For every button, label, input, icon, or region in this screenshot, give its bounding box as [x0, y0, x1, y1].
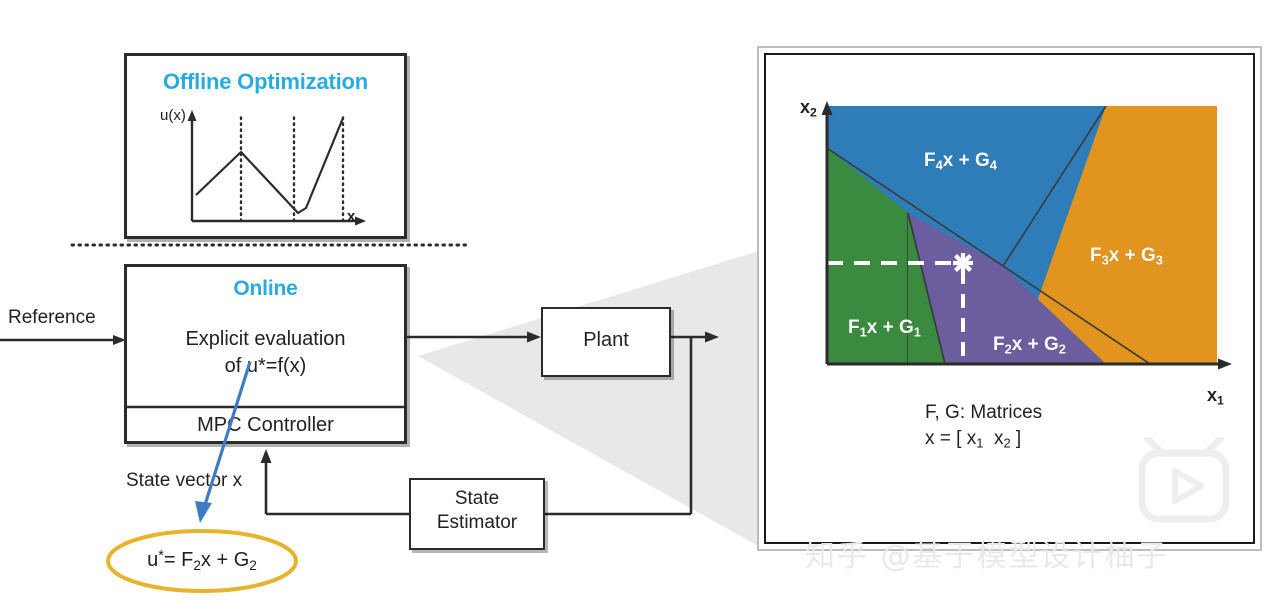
matrices-note-line1: F, G: Matrices [925, 402, 1043, 423]
tv-play-icon [1138, 437, 1230, 523]
region-label-F1: F1x + G1 [848, 317, 921, 340]
plant-box [541, 307, 671, 377]
result-ellipse [106, 529, 298, 593]
offline-online-separator [70, 243, 470, 247]
state-estimator-label-line1: State [454, 488, 500, 509]
mpc-divider [124, 405, 407, 409]
region-label-F4: F4x + G4 [924, 150, 997, 173]
region-label-F3: F3x + G3 [1090, 245, 1163, 268]
offline-chart-xlabel: x [347, 208, 356, 225]
region-F3 [1015, 106, 1217, 364]
result-label: u*= F2x + G2 [104, 548, 300, 573]
partition-y-axis-label: x2 [800, 97, 817, 120]
operating-point-marker [953, 253, 973, 273]
partition-plot [821, 101, 1232, 370]
offline-chart-ylabel: u(x) [160, 107, 186, 124]
partition-x-axis-label: x1 [1207, 385, 1224, 408]
offline-optimization-box [124, 53, 407, 239]
watermark-text: 知乎 @基于模型设计柚子 [805, 539, 1169, 574]
reference-label: Reference [8, 307, 96, 328]
matrices-note-line2: x = [ x1 x2 ] [925, 428, 1022, 451]
online-title: Online [233, 277, 298, 300]
state-estimator-label-line2: Estimator [436, 512, 518, 533]
result-u-star: u*= F2x + G2 [147, 548, 257, 573]
online-body-line1: Explicit evaluation [185, 328, 346, 350]
region-label-F2: F2x + G2 [993, 334, 1066, 357]
offline-optimization-title: Offline Optimization [163, 69, 368, 94]
online-mpc-box [124, 264, 407, 444]
region-F2 [908, 213, 1106, 364]
offline-chart [187, 110, 366, 226]
state-estimator-box [409, 478, 545, 550]
reference-arrow [0, 335, 126, 345]
plant-label: Plant [583, 329, 629, 351]
state-vector-pointer-arrow [195, 361, 252, 523]
region-F1 [827, 148, 908, 364]
online-body-line2: of u*=f(x) [224, 355, 307, 377]
